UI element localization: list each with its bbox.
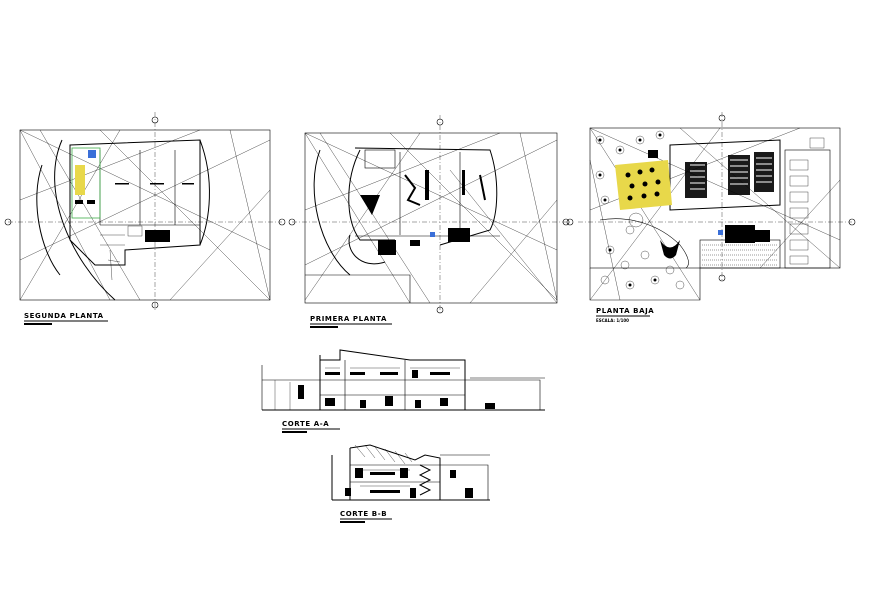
section-corte-aa: CORTE A-A (261, 349, 545, 433)
primera-planta-title: PRIMERA PLANTA (310, 315, 387, 323)
plan-planta-baja: PLANTA BAJA ESCALA: 1/100 (562, 112, 856, 323)
planta-baja-title: PLANTA BAJA (596, 307, 654, 315)
segunda-planta-title: SEGUNDA PLANTA (24, 312, 104, 320)
section-corte-bb: CORTE B-B (331, 444, 490, 523)
corte-aa-title: CORTE A-A (282, 420, 329, 428)
planta-baja-scale: ESCALA: 1/100 (596, 318, 629, 323)
corte-bb-title: CORTE B-B (340, 510, 387, 518)
plan-segunda-planta: SEGUNDA PLANTA (4, 112, 286, 325)
plan-primera-planta: PRIMERA PLANTA (288, 115, 574, 328)
